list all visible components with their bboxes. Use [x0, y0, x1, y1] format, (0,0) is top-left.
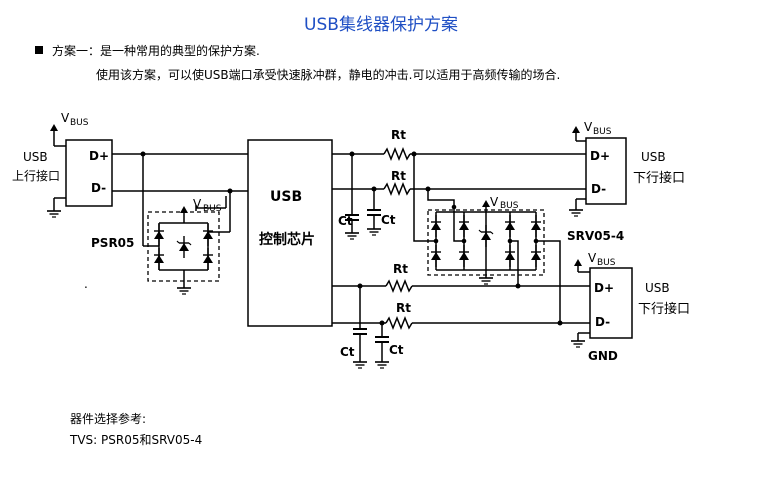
psr05-device: V BUS PSR05 — [91, 196, 231, 295]
chip-label-usb: USB — [270, 189, 302, 205]
downstream-connector-2: V BUS D+ D- USB 下行接口 GND — [560, 251, 690, 363]
stray-dot: . — [84, 277, 88, 291]
selection-note: 器件选择参考: — [70, 412, 147, 426]
vbus-label-sub-srv: BUS — [500, 201, 519, 211]
ds2-usb-label: USB — [645, 281, 670, 295]
chip-label-name: 控制芯片 — [259, 231, 315, 248]
ds2-dplus-label: D+ — [594, 281, 614, 295]
upstream-dplus-label: D+ — [89, 149, 109, 163]
tvs-note: TVS: PSR05和SRV05-4 — [70, 433, 203, 447]
vbus-label-sub-upstream: BUS — [70, 118, 89, 128]
upstream-connector: V BUS D+ D- USB 上行接口 — [12, 111, 113, 218]
vbus-label-sub-psr05: BUS — [203, 204, 222, 214]
usb-controller-chip: USB 控制芯片 — [247, 139, 333, 327]
ds1-dminus-label: D- — [591, 182, 606, 196]
upstream-dminus-label: D- — [91, 181, 106, 195]
downstream-connector-1: V BUS D+ D- USB 下行接口 — [568, 120, 685, 217]
rt-label-2: Rt — [391, 169, 406, 183]
vbus-label-sub-ds2: BUS — [597, 258, 616, 268]
ds1-usb-label: USB — [641, 150, 666, 164]
srv05-4-device: V BUS SRV05-4 — [427, 195, 624, 285]
ds2-dminus-label: D- — [595, 315, 610, 329]
vbus-label-main-upstream: V — [61, 111, 70, 125]
vbus-label-main-srv: V — [490, 195, 499, 209]
page-title: USB集线器保护方案 — [304, 15, 458, 35]
upstream-usb-label: USB — [23, 150, 48, 164]
upstream-port-label: 上行接口 — [12, 168, 60, 183]
vbus-label-main-ds1: V — [584, 120, 593, 134]
ct-label-2: Ct — [381, 213, 396, 227]
scheme-text: 方案一：是一种常用的典型的保护方案. — [52, 44, 260, 58]
ds1-port-label: 下行接口 — [633, 170, 685, 186]
vbus-label-main-ds2: V — [588, 251, 597, 265]
vbus-label-sub-ds1: BUS — [593, 127, 612, 137]
description-text: 使用该方案，可以使USB端口承受快速脉冲群，静电的冲击.可以适用于高频传输的场合… — [96, 68, 561, 82]
bullet-icon — [35, 46, 43, 54]
psr05-label: PSR05 — [91, 236, 134, 250]
ct-label-4: Ct — [389, 343, 404, 357]
ds2-port-label: 下行接口 — [638, 301, 690, 317]
ct-label-3: Ct — [340, 345, 355, 359]
vbus-label-main-psr05: V — [193, 197, 202, 211]
srv05-label: SRV05-4 — [567, 229, 624, 243]
ct-label-1: Ct — [338, 214, 353, 228]
rt-label-1: Rt — [391, 128, 406, 142]
gnd-label: GND — [588, 349, 618, 363]
rt-label-4: Rt — [396, 301, 411, 315]
ds1-dplus-label: D+ — [590, 149, 610, 163]
rt-label-3: Rt — [393, 262, 408, 276]
